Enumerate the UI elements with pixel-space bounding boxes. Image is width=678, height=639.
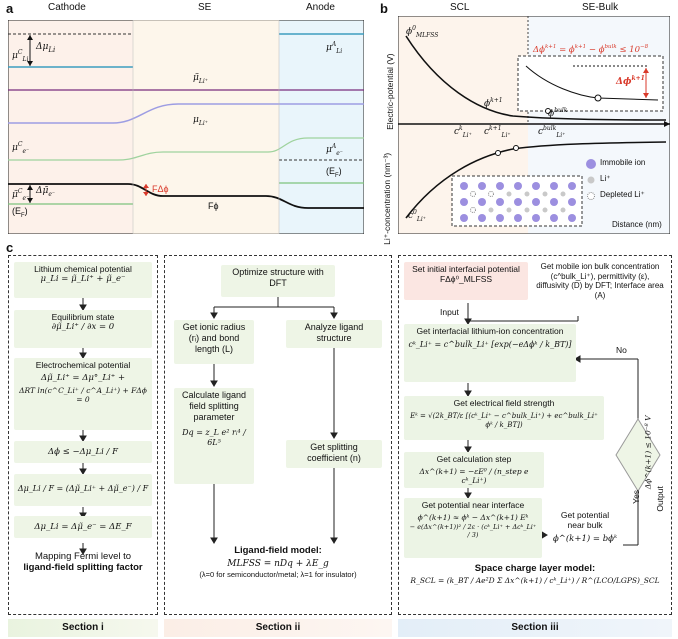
section-ii-arrows (210, 297, 338, 544)
section-iii-frame (398, 255, 672, 615)
label-scl: SCL (450, 2, 470, 13)
legend-li: Li⁺ (600, 174, 611, 183)
region-se: SE (198, 2, 212, 13)
panel-b-label: b (380, 1, 388, 16)
s3-box-calculation-step: Get calculation step Δx^(k+1) = −εE⁰ / (… (404, 452, 544, 488)
y-axis-label-bottom: Li⁺-concentration (nm⁻³) (382, 152, 393, 245)
section-iii-bar: Section iii (398, 619, 672, 637)
section-ii-frame (164, 255, 392, 615)
label-mu-tilde-li-plus: μ̃Li⁺ (193, 73, 208, 85)
label-phi-mlfss: ϕ0MLFSS (406, 25, 439, 39)
s3-box-initial-potential: Set initial interfacial potential FΔϕ⁰_M… (404, 262, 528, 300)
label-c-bulk: cbulkLi⁺ (538, 125, 566, 139)
label-phi-bulk: ϕbulk (548, 107, 568, 119)
section-iii-arrows (464, 303, 661, 546)
s3-box-bulk-properties: Get mobile ion bulk concentration (c^bul… (532, 260, 668, 316)
s3-convergence-check: Δϕ^(k+1) ≤ 10⁻⁸ V (643, 415, 653, 490)
s1-box-electrochemical: Electrochemical potential Δμ̃_Li⁺ = Δμ°_… (14, 358, 152, 430)
s1-footer: Mapping Fermi level to ligand-field spli… (23, 551, 143, 573)
region-anode: Anode (306, 2, 335, 13)
x-axis-label: Distance (nm) (612, 220, 662, 229)
s3-box-interfacial-concentration: Get interfacial lithium-ion concentratio… (404, 324, 576, 382)
s3-box-potential-interface: Get potential near interface ϕ^(k+1) ≈ ϕ… (404, 498, 542, 558)
label-se-bulk: SE-Bulk (582, 2, 619, 13)
s3-footer: Space charge layer model: R_SCL = (k_BT … (410, 563, 660, 585)
panel-a-label: a (6, 1, 14, 16)
label-mu-tilde-e-cathode: μ̃Ce⁻ (12, 188, 30, 202)
s1-box-chemical-potential: Lithium chemical potential μ_Li = μ̃_Li⁺… (14, 262, 152, 298)
s3-box-field-strength: Get electrical field strength Eᵏ = √(2k_… (404, 396, 604, 440)
section-ii-bar: Section ii (164, 619, 392, 637)
s3-input-label: Input (440, 307, 459, 317)
s2-box-splitting-coefficient: Get splitting coefficient (n) (286, 440, 382, 468)
s3-output-label: Output (654, 486, 665, 512)
s3-yes-label: Yes (631, 489, 642, 504)
section-i-arrows (79, 297, 87, 555)
region-cathode: Cathode (48, 2, 86, 13)
s1-box-delta-phi: Δϕ ≤ −Δμ_Li / F (14, 441, 152, 463)
label-f-delta-phi: FΔϕ (152, 184, 169, 194)
label-mu-li-cathode: μCLi (12, 49, 29, 63)
panel-a: Cathode SE Anode ΔμLi μCLi μALi μ̃Li⁺ μL… (7, 2, 365, 235)
s2-box-analyze-ligand: Analyze ligand structure (286, 320, 382, 348)
label-delta-mu-li: ΔμLi (36, 42, 56, 54)
label-mu-li-plus: μLi⁺ (193, 115, 208, 127)
label-mu-e-anode: μAe⁻ (326, 143, 343, 157)
legend-depleted-li: Depleted Li⁺ (600, 190, 645, 199)
label-c-k: ckLi⁺ (454, 125, 472, 139)
label-mu-e-cathode: μCe⁻ (12, 141, 30, 155)
section-i-frame (8, 255, 158, 615)
section-i-bar: Section i (8, 619, 158, 637)
legend-immobile-ion: Immobile ion (600, 158, 646, 167)
s2-box-ionic-radius: Get ionic radius (rᵢ) and bond length (L… (174, 320, 254, 364)
s1-box-delta-mu-ratio: Δμ_Li / F = (Δμ̃_Li⁺ + Δμ̃_e⁻) / F (14, 474, 152, 506)
label-c-0: c0Li⁺ (408, 209, 426, 223)
label-c-k1: ck+1Li⁺ (484, 125, 511, 139)
s3-box-potential-bulk: Get potential near bulk ϕ^(k+1) = bϕᵏ (548, 508, 622, 556)
s2-box-ligand-splitting: Calculate ligand field splitting paramet… (174, 388, 254, 484)
label-delta-mu-tilde-e: Δμ̃e⁻ (36, 186, 56, 198)
label-phi-k1: ϕk+1 (484, 97, 503, 109)
label-mu-li-anode: μALi (326, 41, 343, 55)
label-ef-right: (EF) (326, 166, 342, 179)
panel-c-label: c (6, 240, 14, 255)
lattice (460, 182, 576, 222)
panel-b: ϕ0MLFSS ϕk+1 ϕbulk Δϕk+1 = ϕk+1 − ϕbulk … (397, 15, 671, 235)
s3-no-label: No (616, 345, 627, 355)
s1-box-fermi: Δμ_Li = Δμ̃_e⁻ = ΔE_F (14, 516, 152, 538)
label-f-phi: Fϕ (208, 201, 219, 211)
s2-footer: Ligand-field model: MLFSS = nDq + λE_g (… (199, 545, 357, 580)
s2-box-optimize-dft: Optimize structure with DFT (221, 265, 335, 297)
label-ef-left: (EF) (12, 206, 28, 219)
panel-a-energy-diagram (7, 19, 365, 235)
s1-box-equilibrium: Equilibrium state ∂μ̃_Li⁺ / ∂x = 0 (14, 310, 152, 348)
label-delta-phi-k1: Δϕk+1 (616, 75, 645, 87)
convergence-equation: Δϕk+1 = ϕk+1 − ϕbulk ≤ 10−8 (533, 44, 649, 55)
panel-b-plot (397, 15, 671, 235)
